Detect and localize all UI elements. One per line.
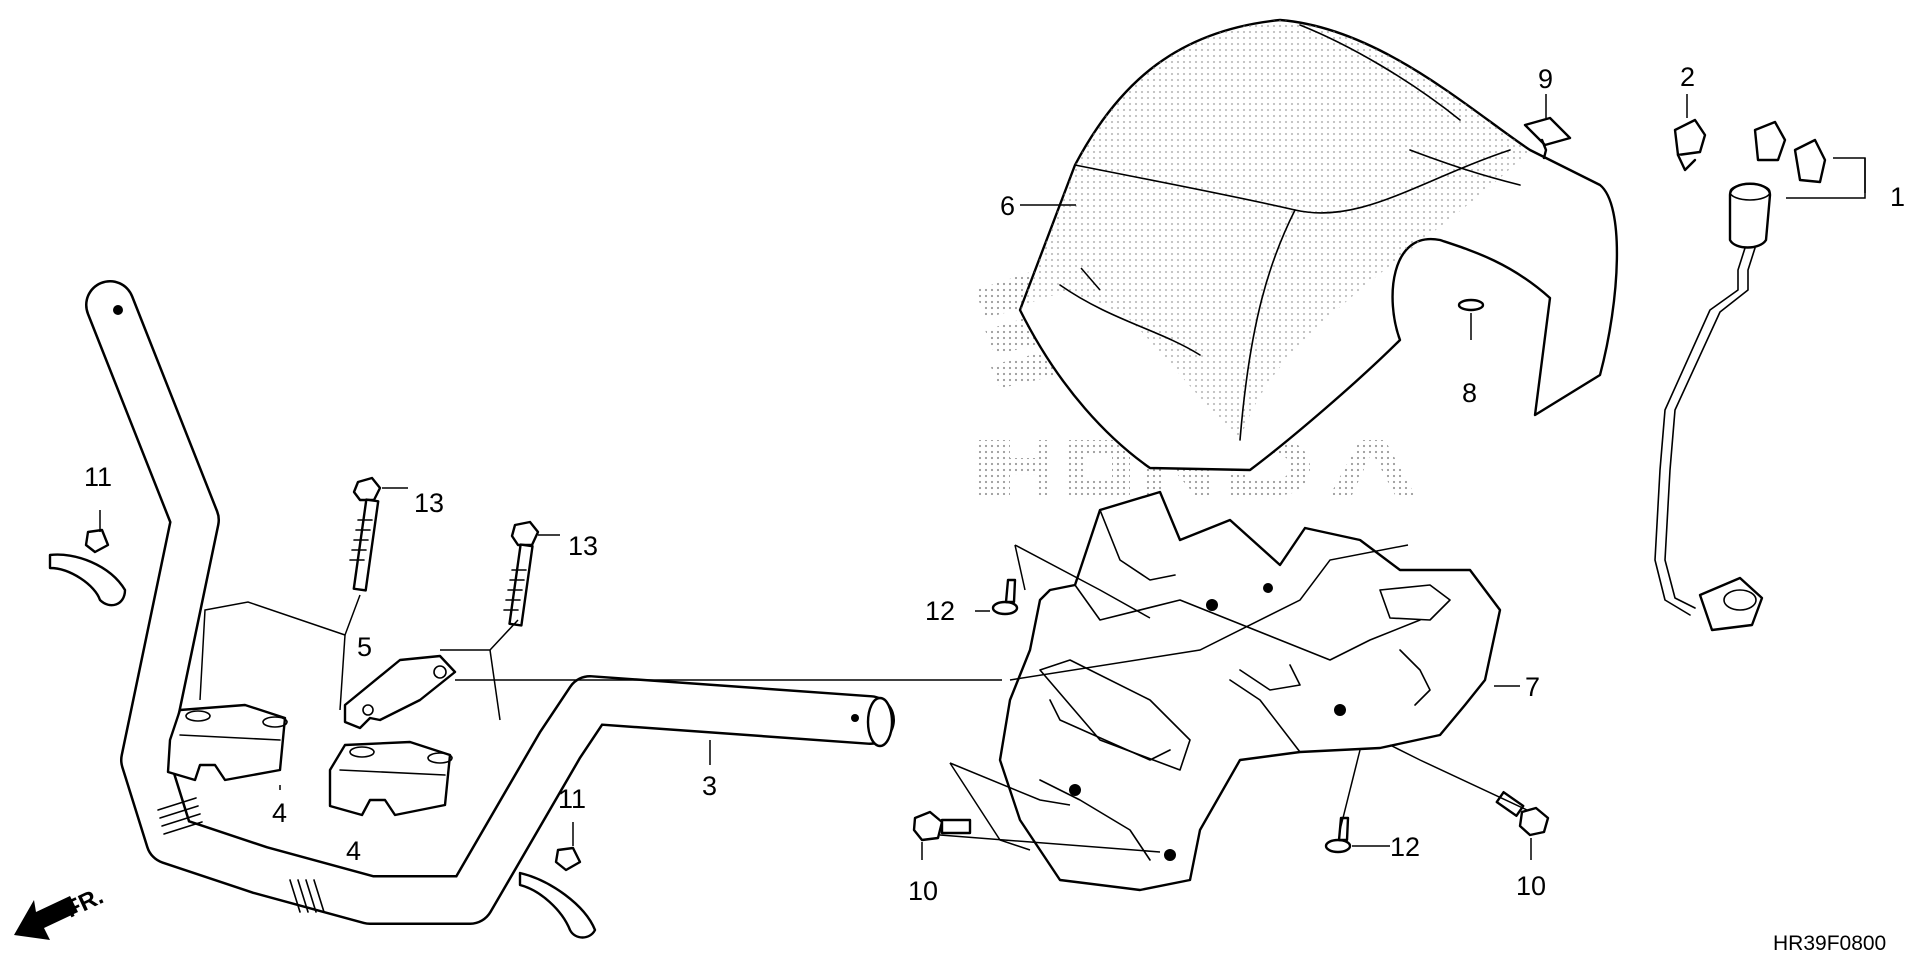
callout-12a: 12 xyxy=(925,596,955,626)
bolt-b xyxy=(503,520,540,627)
band-right xyxy=(518,846,597,939)
callout-13a: 13 xyxy=(414,488,444,518)
callouts: 1 2 3 4 4 5 6 7 8 9 10 10 11 11 12 12 13… xyxy=(84,62,1905,906)
callout-9: 9 xyxy=(1538,64,1553,94)
callout-3: 3 xyxy=(702,771,717,801)
callout-6: 6 xyxy=(1000,191,1015,221)
callout-5: 5 xyxy=(357,632,372,662)
callout-7: 7 xyxy=(1525,672,1540,702)
knurl-left xyxy=(157,797,203,835)
screw-12a xyxy=(991,578,1019,616)
callout-4a: 4 xyxy=(272,798,287,828)
ignition-switch xyxy=(1654,120,1827,632)
bolt-10a xyxy=(912,810,972,842)
bolt-10b xyxy=(1495,791,1550,837)
leader-lines xyxy=(99,94,1866,860)
front-direction-arrow: FR. xyxy=(14,883,108,940)
callout-8: 8 xyxy=(1462,378,1477,408)
diagram-code: HR39F0800 xyxy=(1773,932,1886,955)
cap-2 xyxy=(1673,118,1707,172)
callout-2: 2 xyxy=(1680,62,1695,92)
band-left xyxy=(48,528,127,607)
grommet-8 xyxy=(1457,298,1485,312)
handlebar-lower-cover xyxy=(998,490,1502,892)
direction-label: FR. xyxy=(61,883,107,924)
bracket xyxy=(343,654,457,730)
bolt-a xyxy=(349,476,382,592)
callout-4b: 4 xyxy=(346,836,361,866)
callout-11a: 11 xyxy=(84,462,112,492)
callout-11b: 11 xyxy=(558,784,586,814)
callout-10a: 10 xyxy=(908,876,938,906)
meter-cover xyxy=(1018,18,1619,472)
callout-1: 1 xyxy=(1890,182,1905,212)
callout-12b: 12 xyxy=(1390,832,1420,862)
clip-9 xyxy=(1523,116,1572,160)
callout-13b: 13 xyxy=(568,531,598,561)
screw-12b xyxy=(1324,816,1352,854)
knurl-right xyxy=(289,879,325,913)
holder-upper-b xyxy=(328,740,453,817)
handlebar xyxy=(85,280,895,925)
holder-upper-a xyxy=(166,703,288,782)
callout-10b: 10 xyxy=(1516,871,1546,901)
